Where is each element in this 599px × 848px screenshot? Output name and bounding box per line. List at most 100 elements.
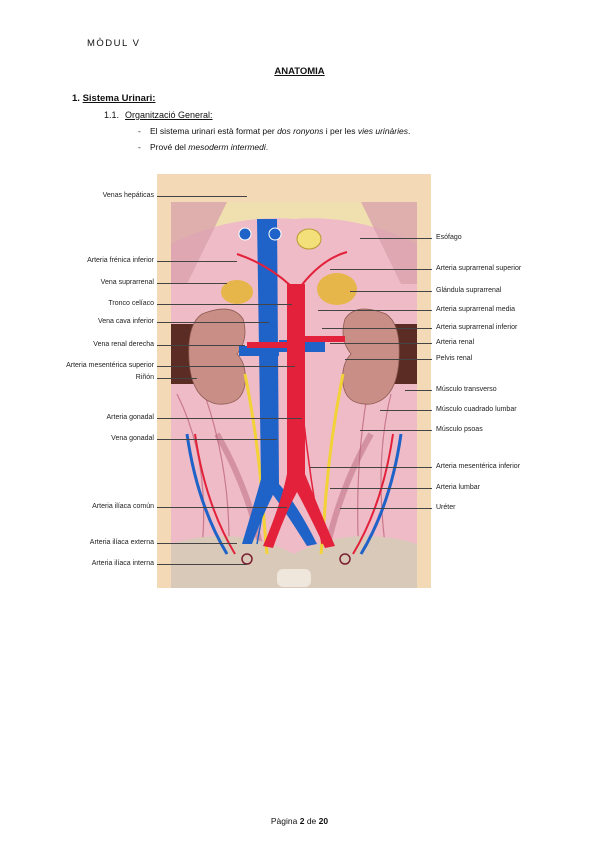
leader-line bbox=[157, 345, 245, 346]
diaphragm bbox=[171, 202, 417, 244]
footer-text: de bbox=[304, 816, 319, 826]
hepatic-vein bbox=[238, 227, 252, 241]
subsection-heading: 1.1. Organització General: bbox=[104, 110, 213, 120]
label-arteria-mesenterica-inferior: Arteria mesentérica inferior bbox=[436, 463, 521, 470]
bullet-text: . bbox=[407, 126, 411, 136]
label-arteria-mesenterica-superior: Arteria mesentérica superior bbox=[66, 362, 154, 369]
leader-line bbox=[157, 366, 295, 367]
external-iliac-artery bbox=[352, 433, 394, 555]
leader-line bbox=[360, 430, 432, 431]
leader-line bbox=[405, 390, 432, 391]
label-esofago: Esófago bbox=[436, 234, 462, 241]
label-vena-cava-inferior: Vena cava inferior bbox=[97, 318, 154, 325]
bullet-text: . bbox=[265, 142, 269, 152]
bullet-dash: - bbox=[138, 142, 141, 152]
leader-line bbox=[157, 304, 292, 305]
bullet-item-2: -Prové del mesoderm intermedi. bbox=[138, 142, 268, 152]
rib-right bbox=[361, 202, 417, 284]
label-arteria-gonadal: Arteria gonadal bbox=[106, 414, 154, 421]
leader-line bbox=[350, 291, 432, 292]
leader-line bbox=[322, 328, 432, 329]
bullet-text: i per les bbox=[323, 126, 358, 136]
vertebra bbox=[277, 569, 311, 587]
external-iliac-vein bbox=[359, 433, 403, 555]
kidney-right-body bbox=[188, 308, 246, 405]
subsection-number: 1.1. bbox=[104, 110, 120, 120]
leader-line bbox=[157, 322, 269, 323]
leader-line bbox=[157, 564, 247, 565]
bullet-dash: - bbox=[138, 126, 141, 136]
module-header: MÒDUL V bbox=[87, 38, 141, 49]
bullet-text: Prové del bbox=[150, 142, 189, 152]
total-page-count: 20 bbox=[318, 816, 329, 826]
esophagus bbox=[296, 228, 322, 250]
leader-line bbox=[157, 439, 277, 440]
label-arteria-suprarrenal-inferior: Arteria suprarrenal inferior bbox=[436, 324, 518, 331]
leader-line bbox=[157, 378, 197, 379]
section-number: 1. bbox=[72, 93, 80, 104]
leader-line bbox=[345, 359, 432, 360]
label-musculo-transverso: Músculo transverso bbox=[436, 386, 497, 393]
label-musculo-cuadrado-lumbar: Músculo cuadrado lumbar bbox=[436, 406, 517, 413]
bullet-item-1: -El sistema urinari està format per dos … bbox=[138, 126, 410, 136]
label-arteria-suprarrenal-superior: Arteria suprarrenal superior bbox=[436, 265, 522, 272]
section-title: Sistema Urinari: bbox=[82, 93, 156, 104]
muscle-fibers bbox=[176, 373, 392, 585]
leader-line bbox=[380, 410, 432, 411]
label-arteria-iliaca-interna: Arteria ilíaca interna bbox=[91, 560, 154, 567]
iliac-vein-left bbox=[261, 479, 317, 546]
leader-line bbox=[310, 467, 432, 468]
anatomy-svg bbox=[171, 202, 417, 588]
section-heading: 1. Sistema Urinari: bbox=[72, 93, 155, 104]
footer-text: Pàgina bbox=[270, 816, 300, 826]
leader-line bbox=[360, 238, 432, 239]
label-musculo-psoas: Músculo psoas bbox=[436, 426, 483, 433]
leader-line bbox=[330, 343, 432, 344]
leader-line bbox=[157, 261, 237, 262]
label-arteria-renal: Arteria renal bbox=[436, 339, 475, 346]
label-vena-suprarrenal: Vena suprarrenal bbox=[100, 279, 154, 286]
adrenal-left bbox=[317, 273, 357, 305]
renal-artery-left bbox=[305, 336, 345, 342]
subsection-title: Organització General: bbox=[125, 110, 213, 120]
internal-iliac-ring bbox=[339, 553, 351, 565]
bullet-text: El sistema urinari està format per bbox=[150, 126, 278, 136]
bullet-emphasis: vies urinàries bbox=[357, 126, 408, 136]
page-footer: Pàgina 2 de 20 bbox=[0, 816, 599, 826]
kidney-left-body bbox=[342, 308, 400, 405]
aorta bbox=[263, 284, 335, 548]
external-iliac-artery bbox=[194, 433, 236, 555]
leader-line bbox=[157, 283, 227, 284]
leader-line bbox=[157, 507, 287, 508]
label-vena-renal-derecha: Vena renal derecha bbox=[93, 341, 154, 348]
label-arteria-lumbar: Arteria lumbar bbox=[436, 484, 480, 491]
document-title: ANATOMIA bbox=[274, 66, 325, 77]
leader-line bbox=[330, 488, 432, 489]
renal-vein-right bbox=[239, 346, 279, 356]
renal-artery-right bbox=[247, 342, 287, 348]
bullet-emphasis: dos ronyons bbox=[277, 126, 324, 136]
leader-line bbox=[340, 508, 432, 509]
label-vena-gonadal: Vena gonadal bbox=[111, 435, 154, 442]
label-tronco-celiaco: Tronco celíaco bbox=[108, 300, 154, 307]
gonadal-artery bbox=[298, 373, 323, 545]
hepatic-vein bbox=[268, 227, 282, 241]
label-arteria-suprarrenal-media: Arteria suprarrenal media bbox=[436, 306, 515, 313]
bullet-emphasis: mesoderm intermedi bbox=[188, 142, 266, 152]
rib-left bbox=[171, 202, 227, 284]
phrenic-arteries bbox=[236, 251, 348, 287]
leader-line bbox=[330, 269, 432, 270]
label-ureter: Uréter bbox=[436, 504, 456, 511]
leader-line bbox=[157, 196, 247, 197]
internal-iliac-ring bbox=[241, 553, 253, 565]
leader-line bbox=[318, 310, 432, 311]
label-arteria-iliaca-externa: Arteria ilíaca externa bbox=[89, 539, 154, 546]
label-arteria-frenica-inferior: Arteria frénica inferior bbox=[87, 257, 154, 264]
label-glandula-suprarrenal: Glándula suprarrenal bbox=[436, 287, 502, 294]
adrenal-right bbox=[221, 280, 253, 304]
label-rinon: Riñón bbox=[135, 374, 154, 381]
urinary-system-illustration bbox=[157, 174, 431, 588]
external-iliac-vein bbox=[185, 433, 229, 555]
leader-line bbox=[157, 418, 302, 419]
label-arteria-iliaca-comun: Arteria ilíaca común bbox=[92, 503, 154, 510]
